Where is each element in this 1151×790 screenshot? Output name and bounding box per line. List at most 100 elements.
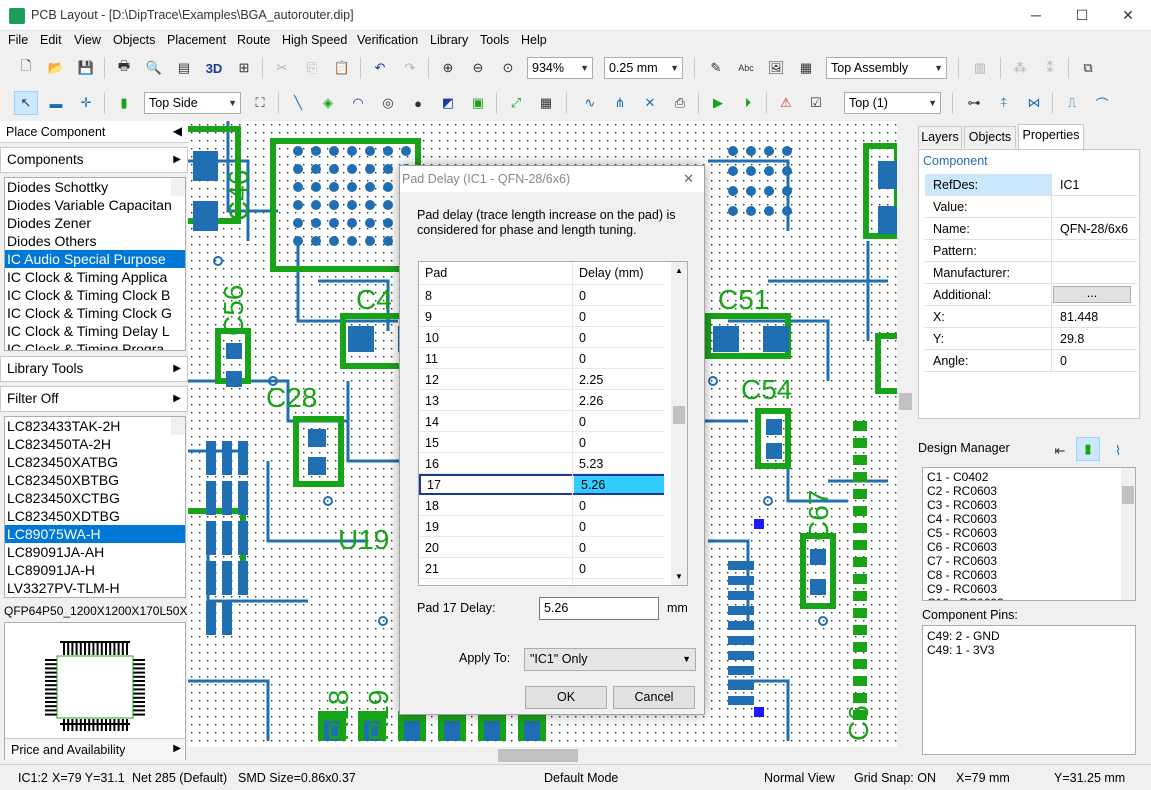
filter-header[interactable]: Filter Off▶ [0, 386, 188, 412]
tab-layers[interactable]: Layers [918, 126, 962, 148]
scroll-up-icon[interactable]: ▲ [675, 266, 683, 275]
ungroup-icon[interactable]: ⁑ [1046, 60, 1054, 75]
delay-cell[interactable]: 2.26 [579, 394, 604, 408]
ok-button[interactable]: OK [525, 686, 607, 709]
zoom-out-icon[interactable]: ⊖ [472, 60, 484, 75]
part-item[interactable]: LC823450XCTBG [7, 490, 120, 506]
design-manager-item[interactable]: C2 - RC0603 [927, 484, 998, 498]
assembly-combo[interactable]: Top Assembly▼ [826, 57, 947, 79]
design-manager-item[interactable]: C6 - RC0603 [927, 540, 998, 554]
part-list-scrollbar[interactable] [171, 417, 185, 435]
property-value[interactable]: 0 [1060, 354, 1067, 368]
design-manager-item[interactable]: C1 - C0402 [927, 470, 989, 484]
component-group-item[interactable]: Diodes Schottky [7, 179, 109, 195]
component-group-item[interactable]: Diodes Others [7, 233, 97, 249]
cancel-button[interactable]: Cancel [613, 686, 695, 709]
component-group-item[interactable]: IC Clock & Timing Delay L [7, 323, 170, 339]
tree-icon[interactable]: ⍏ [1000, 95, 1008, 110]
group-list-scrollbar[interactable] [171, 178, 185, 196]
open-file-icon[interactable]: 📂 [47, 60, 65, 75]
pin-item[interactable]: C49: 1 - 3V3 [927, 643, 995, 657]
part-item[interactable]: LC89091JA-AH [7, 544, 105, 560]
delay-cell[interactable]: 0 [579, 436, 586, 450]
cut-icon[interactable]: ✂ [276, 60, 288, 75]
add-layer-icon[interactable]: ⧉ [1083, 60, 1093, 75]
via-icon[interactable]: ◈ [323, 95, 333, 110]
menu-help[interactable]: Help [521, 33, 547, 47]
menu-view[interactable]: View [74, 33, 101, 47]
delay-cell[interactable]: 0 [579, 352, 586, 366]
place-component-header[interactable]: Place Component ◀ [0, 121, 188, 143]
diff-pair-icon[interactable]: ⋈ [1027, 95, 1041, 110]
copper-pour-icon[interactable]: ◩ [441, 95, 455, 110]
collapse-left-icon[interactable]: ◀ [172, 124, 182, 138]
pad-icon[interactable]: ◎ [382, 95, 394, 110]
menu-tools[interactable]: Tools [480, 33, 510, 47]
design-manager-item[interactable]: C8 - RC0603 [927, 568, 998, 582]
part-item[interactable]: LC89075WA-H [5, 525, 185, 543]
property-value[interactable]: QFN-28/6x6 [1060, 222, 1129, 236]
pulse-icon[interactable]: ⎍ [1067, 95, 1077, 110]
autoroute-icon[interactable]: ∿ [584, 95, 596, 110]
delay-cell[interactable]: 2.25 [579, 373, 604, 387]
part-item[interactable]: LC823433TAK-2H [7, 418, 121, 434]
pointer-icon[interactable]: ↖ [14, 91, 38, 115]
side-combo[interactable]: Top Side▼ [144, 92, 241, 114]
components-header[interactable]: Components▶ [0, 147, 188, 173]
additional-button[interactable]: ... [1053, 286, 1131, 303]
delay-cell[interactable]: 0 [579, 499, 586, 513]
copy-icon[interactable]: ⎘ [306, 60, 318, 75]
component-group-item[interactable]: IC Audio Special Purpose [5, 250, 185, 268]
component-group-item[interactable]: IC Clock & Timing Clock G [7, 305, 172, 321]
component-group-item[interactable]: Diodes Variable Capacitan [7, 197, 172, 213]
layer-combo[interactable]: Top (1)▼ [844, 92, 941, 114]
zoom-combo[interactable]: 934%▼ [527, 57, 593, 79]
canvas-horizontal-scrollbar[interactable] [188, 747, 897, 764]
maximize-button[interactable]: ☐ [1075, 7, 1089, 23]
apply-to-select[interactable]: "IC1" Only ▼ [524, 648, 696, 671]
collapse-icon[interactable]: ⇤ [1054, 443, 1066, 458]
delay-cell[interactable]: 0 [579, 415, 586, 429]
panelize-icon[interactable]: ⊞ [238, 60, 250, 75]
paste-icon[interactable]: 📋 [333, 60, 351, 75]
delay-cell[interactable]: 0 [579, 520, 586, 534]
binoculars-icon[interactable]: ⛶ [255, 95, 265, 110]
component-icon[interactable]: ▮ [120, 95, 128, 110]
scroll-down-icon[interactable]: ▼ [675, 572, 683, 581]
menu-objects[interactable]: Objects [113, 33, 156, 47]
component-group-item[interactable]: IC Clock & Timing Applica [7, 269, 168, 285]
delay-cell[interactable]: 5.26 [581, 478, 606, 492]
delay-cell[interactable]: 5.23 [579, 457, 604, 471]
canvas-vertical-scrollbar[interactable] [897, 121, 914, 747]
menu-library[interactable]: Library [430, 33, 469, 47]
report-icon[interactable]: ▤ [177, 60, 191, 75]
menu-verification[interactable]: Verification [357, 33, 419, 47]
property-value[interactable]: 81.448 [1060, 310, 1099, 324]
dimension-icon[interactable]: ⤢ [510, 95, 522, 110]
design-manager-item[interactable]: C10 - RC0603 [927, 596, 1004, 600]
print-icon[interactable]: 🖶 [117, 58, 131, 73]
delay-cell[interactable]: 0 [579, 541, 586, 555]
view-3d-button[interactable]: 3D [205, 60, 223, 76]
hole-icon[interactable]: ● [414, 95, 422, 111]
fanout-icon[interactable]: ⋔ [614, 95, 626, 110]
text-abc-button[interactable]: Abc [738, 63, 754, 73]
design-manager-item[interactable]: C7 - RC0603 [927, 554, 998, 568]
tab-objects[interactable]: Objects [964, 126, 1016, 148]
redo-icon[interactable]: ↷ [404, 60, 416, 75]
properties-edit-icon[interactable]: ✎ [710, 60, 722, 75]
undo-icon[interactable]: ↶ [374, 60, 386, 75]
zoom-fit-icon[interactable]: ⊙ [502, 60, 514, 75]
print-preview-icon[interactable]: 🔍 [145, 60, 163, 75]
property-value[interactable]: IC1 [1060, 178, 1080, 192]
table-scrollbar[interactable]: ▲ ▼ [671, 262, 687, 585]
